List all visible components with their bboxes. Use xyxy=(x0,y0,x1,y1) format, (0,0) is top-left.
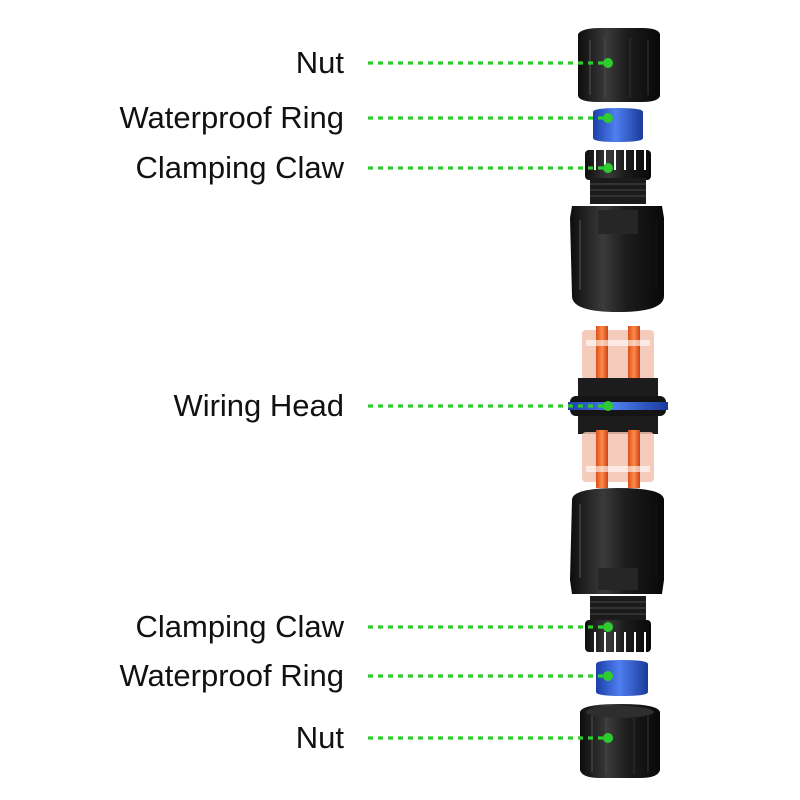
leader-dot-waterproof-ring-top xyxy=(603,113,613,123)
label-nut-top: Nut xyxy=(295,45,344,80)
label-clamping-claw-top: Clamping Claw xyxy=(135,150,344,185)
leader-dot-clamping-claw-top xyxy=(603,163,613,173)
leader-dot-wiring-head xyxy=(603,401,613,411)
wiring-head-part xyxy=(568,326,668,488)
top-body-part xyxy=(570,206,664,312)
bottom-clamping-claw-part xyxy=(585,596,651,652)
top-nut-part xyxy=(578,28,660,102)
bottom-waterproof-ring-part xyxy=(596,660,648,696)
label-clamping-claw-bottom: Clamping Claw xyxy=(135,609,344,644)
leader-dot-clamping-claw-bottom xyxy=(603,622,613,632)
leader-dot-waterproof-ring-bottom xyxy=(603,671,613,681)
bottom-body-part xyxy=(570,488,664,594)
top-waterproof-ring-part xyxy=(593,108,643,142)
bottom-nut-part xyxy=(580,704,660,778)
label-waterproof-ring-top: Waterproof Ring xyxy=(119,100,344,135)
label-nut-bottom: Nut xyxy=(295,720,344,755)
leader-lines xyxy=(368,58,613,743)
top-clamping-claw-part xyxy=(585,150,651,204)
leader-dot-nut-top xyxy=(603,58,613,68)
label-waterproof-ring-bottom: Waterproof Ring xyxy=(119,658,344,693)
label-wiring-head: Wiring Head xyxy=(173,388,344,423)
leader-dot-nut-bottom xyxy=(603,733,613,743)
